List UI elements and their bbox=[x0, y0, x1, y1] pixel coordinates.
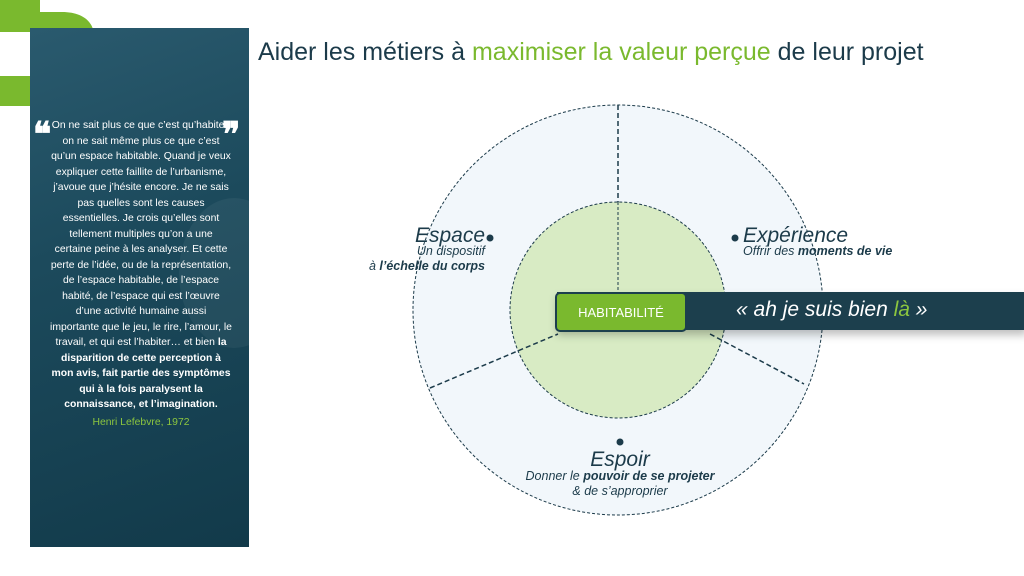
espace-dot bbox=[486, 234, 494, 242]
espoir-line-1: Donner le pouvoir de se projeter bbox=[505, 469, 735, 484]
banner-suffix: » bbox=[909, 298, 928, 321]
habitabilite-badge: HABITABILITÉ bbox=[555, 292, 687, 332]
open-quote-icon: ❝ bbox=[33, 115, 52, 155]
espace-line-1: Un dispositif bbox=[416, 244, 485, 258]
quote-author: Henri Lefebvre, 1972 bbox=[92, 416, 190, 428]
experience-title: Expérience bbox=[743, 224, 849, 247]
close-quote-icon: ❞ bbox=[222, 115, 241, 155]
divider-left bbox=[429, 333, 559, 389]
espoir-title: Espoir bbox=[590, 448, 650, 471]
quote-panel bbox=[30, 28, 249, 547]
banner-text: « ah je suis bien là » bbox=[736, 298, 927, 322]
experience-subtitle: Offrir des moments de vie bbox=[743, 244, 892, 259]
title-part-2: de leur projet bbox=[770, 38, 924, 66]
espace-line-2-bold: l’échelle du corps bbox=[379, 259, 485, 273]
experience-prefix: Offrir des bbox=[743, 244, 798, 258]
quote-bold-text: la disparition de cette perception à mon… bbox=[51, 337, 231, 410]
banner-prefix: « ah je suis bien bbox=[736, 298, 894, 321]
experience-label: Expérience Offrir des moments de vie bbox=[743, 224, 892, 259]
espoir-dot bbox=[616, 438, 624, 446]
espace-line-2-prefix: à bbox=[368, 259, 380, 273]
espace-line-2: à l’échelle du corps bbox=[360, 259, 485, 274]
quote-text: On ne sait plus ce que c’est qu’habiter,… bbox=[50, 118, 232, 430]
title-highlight: maximiser la valeur perçue bbox=[471, 38, 771, 66]
espoir-prefix: Donner le bbox=[525, 469, 584, 483]
title-part-1: Aider les métiers à bbox=[258, 38, 472, 66]
banner-highlight: là bbox=[893, 298, 910, 321]
page-title: Aider les métiers à maximiser la valeur … bbox=[258, 38, 924, 67]
quote-plain-text: On ne sait plus ce que c’est qu’habiter,… bbox=[50, 120, 232, 348]
experience-dot bbox=[731, 234, 739, 242]
espoir-label: Espoir Donner le pouvoir de se projeter … bbox=[505, 448, 735, 499]
espoir-line-2: & de s’approprier bbox=[572, 484, 668, 498]
espace-title: Espace bbox=[414, 224, 485, 247]
experience-bold: moments de vie bbox=[797, 244, 893, 258]
divider-right bbox=[709, 333, 805, 385]
espace-label: Espace Un dispositif à l’échelle du corp… bbox=[360, 224, 485, 274]
espoir-bold: pouvoir de se projeter bbox=[583, 469, 715, 483]
